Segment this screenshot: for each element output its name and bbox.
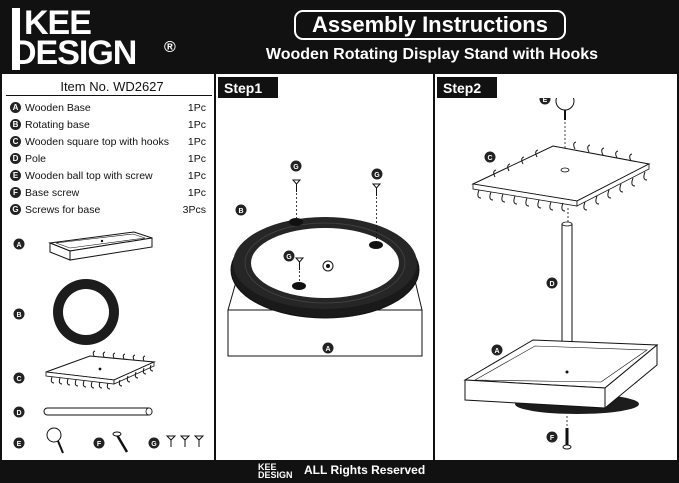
part-d-drawing: D [13,406,153,418]
svg-text:A: A [494,348,499,355]
step-1-illustration: G G G B A [227,160,423,357]
list-item: E Wooden ball top with screw 1Pc [10,167,206,184]
part-name: Screws for base [25,203,101,216]
svg-text:D: D [549,281,554,288]
svg-text:C: C [487,155,492,162]
svg-text:G: G [286,254,292,261]
part-letter-badge: F [10,187,21,198]
step-2-label-e: E [539,98,551,105]
logo-registered-mark: ® [164,39,176,56]
part-letter-badge: D [10,153,21,164]
logo-line-1: KEE [24,4,92,42]
step-2-label-a: A [491,344,503,356]
footer-logo-line-1: KEE [258,462,277,472]
step-1-label-a: A [322,342,334,354]
svg-text:G: G [374,172,380,179]
brand-logo: KEE DESIGN ® [12,6,212,70]
svg-text:E: E [543,98,548,104]
step-1-label-g3: G [283,250,295,262]
step-2-label-c: C [484,151,496,163]
part-quantity: 1Pc [187,101,206,114]
label-e: E [17,441,22,448]
step-1-tab: Step1 [218,77,278,98]
step-2-label-d: D [546,277,558,289]
svg-text:F: F [550,435,555,442]
column-divider-2 [433,74,435,460]
label-badge-f [93,437,105,449]
page-title: Assembly Instructions [294,10,566,40]
part-a-drawing: A [13,231,153,261]
parts-list: A Wooden Base 1Pc B Rotating base 1Pc C … [10,99,206,218]
parts-illustrations: A B C [13,231,205,454]
part-quantity: 1Pc [187,152,206,165]
label-c: C [16,376,21,383]
footer-logo: KEE DESIGN [258,462,293,480]
logo-line-2: DESIGN [12,34,137,72]
footer-logo-line-2: DESIGN [258,470,293,480]
label-badge-d [13,406,25,418]
part-quantity: 1Pc [187,186,206,199]
step-1-label-g1: G [290,160,302,172]
label-badge-c [13,372,25,384]
part-b-drawing: B [13,279,119,345]
part-name: Base screw [25,186,80,199]
step-2-label-f: F [546,431,558,443]
item-number-rule [6,95,212,96]
label-badge-b [13,308,25,320]
label-a: A [16,242,21,249]
part-name: Rotating base [25,118,90,131]
list-item: F Base screw 1Pc [10,184,206,201]
part-name: Wooden ball top with screw [25,169,153,182]
part-name: Wooden Base [25,101,91,114]
label-b: B [16,312,21,319]
part-quantity: 1Pc [187,169,206,182]
label-f: F [97,441,102,448]
step-1-label-g2: G [371,168,383,180]
label-badge-g [148,437,160,449]
part-letter-badge: G [10,204,21,215]
part-letter-badge: C [10,136,21,147]
list-item: G Screws for base 3Pcs [10,201,206,218]
label-badge-a [13,238,25,250]
column-divider-1 [214,74,216,460]
footer-bar: KEE DESIGN ALL Rights Reserved [2,460,677,481]
list-item: B Rotating base 1Pc [10,116,206,133]
part-quantity: 1Pc [187,135,206,148]
page-subtitle: Wooden Rotating Display Stand with Hooks [265,46,599,63]
label-badge-e [13,437,25,449]
svg-text:B: B [238,208,243,215]
item-number: Item No. WD2627 [60,79,164,94]
part-e-drawing: E [13,427,64,454]
part-name: Wooden square top with hooks [25,135,169,148]
part-c-drawing: C [13,350,156,390]
label-g: G [151,441,157,448]
logo-bar-mark [12,8,20,70]
part-f-drawing: F [93,431,129,453]
label-d: D [16,410,21,417]
step-2-tab: Step2 [437,77,497,98]
part-name: Pole [25,152,47,165]
step-1-label-b: B [235,204,247,216]
header-bar: KEE DESIGN ® Assembly Instructions Woode… [2,2,677,74]
list-item: C Wooden square top with hooks 1Pc [10,133,206,150]
part-g-drawing: G [148,435,205,449]
part-letter-badge: A [10,102,21,113]
part-quantity: 1Pc [187,118,206,131]
part-letter-badge: E [10,170,21,181]
list-item: A Wooden Base 1Pc [10,99,206,116]
svg-text:A: A [325,346,330,353]
list-item: D Pole 1Pc [10,150,206,167]
svg-text:G: G [293,164,299,171]
step-2-illustration: E C D A F [463,98,659,450]
copyright-text: ALL Rights Reserved [304,463,426,477]
part-quantity: 3Pcs [182,203,206,216]
part-letter-badge: B [10,119,21,130]
